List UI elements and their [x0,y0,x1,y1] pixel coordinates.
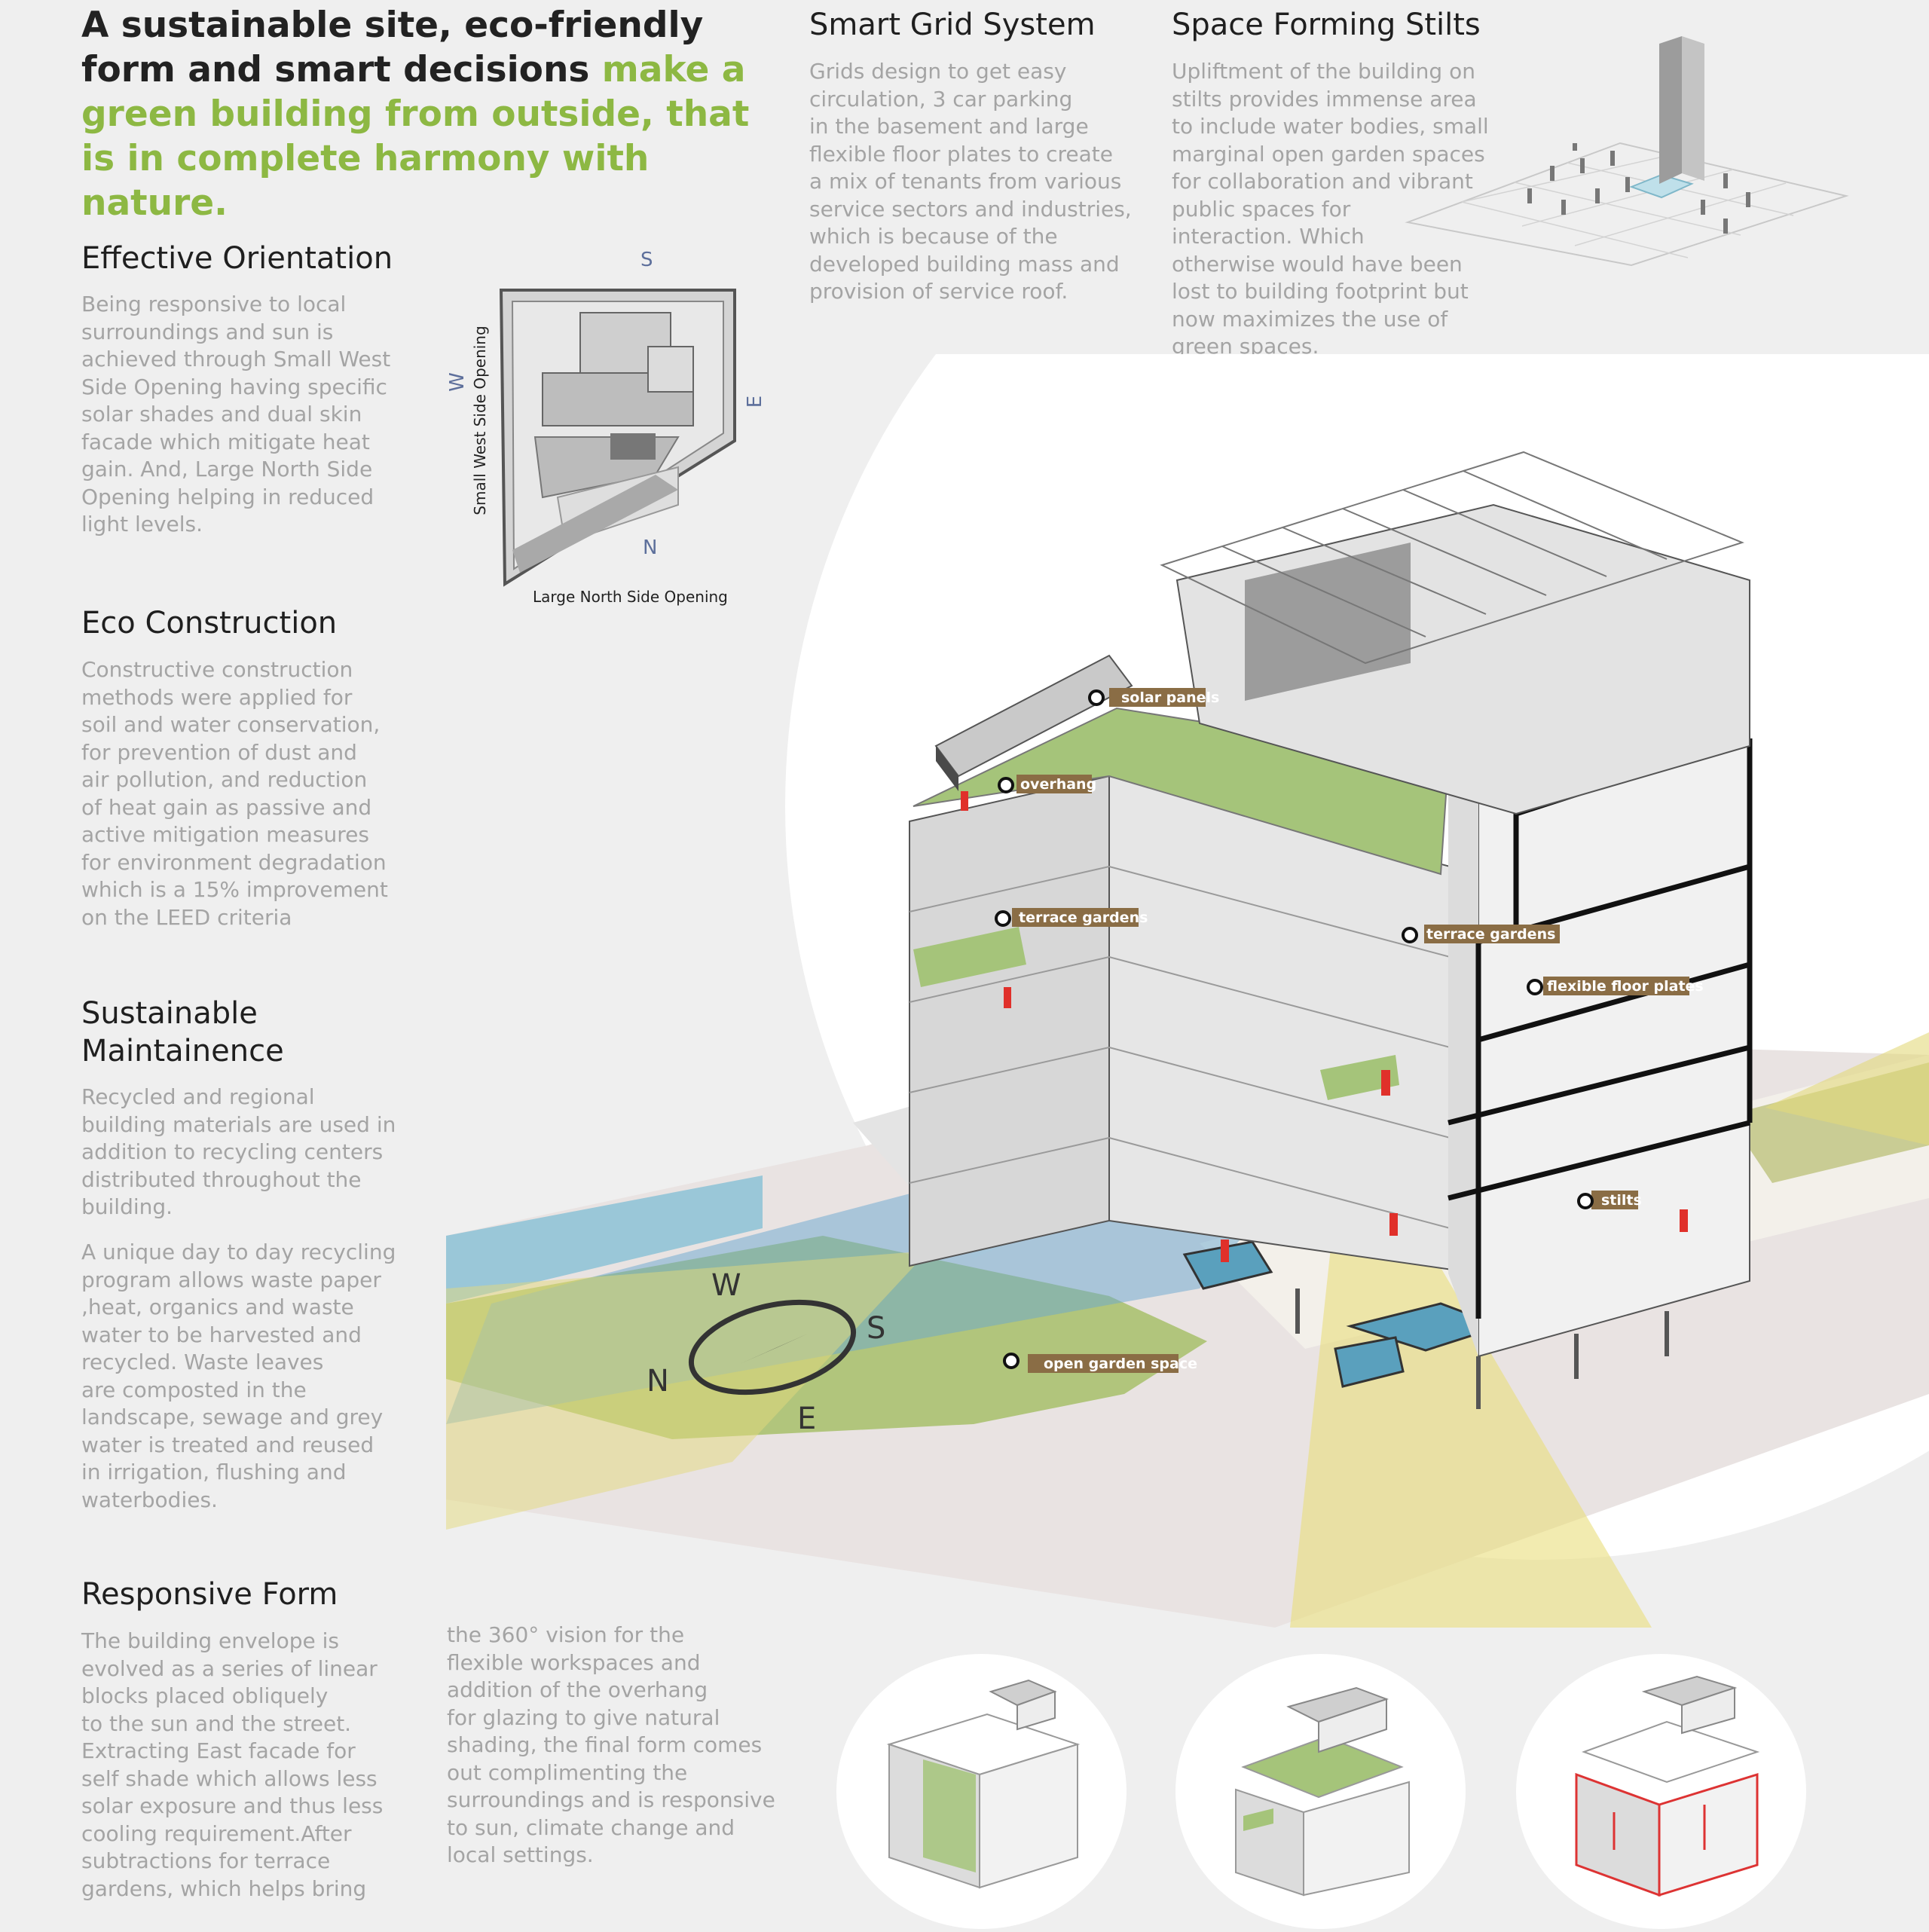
site-plan: S W E N Small West Side Opening Large No… [430,249,784,618]
building-illustration: solar panels overhang terrace gardens te… [446,354,1929,1628]
form-step-2 [1175,1654,1466,1929]
smart-grid-title: Smart Grid System [809,8,1096,42]
callout-overhang: overhang [1020,776,1096,793]
effective-orientation-body: Being responsive to local surroundings a… [81,292,391,536]
callout-solar-panels: solar panels [1121,689,1219,706]
sustainable-maintainence-body-1: Recycled and regional building materials… [81,1084,396,1219]
sustainable-maintainence-title: Sustainable Maintainence [81,996,284,1068]
ground-compass-e: E [797,1402,817,1436]
callout-terrace-gardens-left: terrace gardens [1019,909,1148,926]
stilts-body: Upliftment of the building on stilts pro… [1172,59,1489,359]
callout-flexible-floor-plates: flexible floor plates [1547,978,1704,995]
callout-terrace-gardens-right: terrace gardens [1426,926,1555,943]
responsive-form-body-1: The building envelope is evolved as a se… [81,1628,384,1901]
ground-compass-s: S [867,1311,886,1346]
callout-open-garden-space: open garden space [1044,1356,1197,1372]
sustainable-maintainence-body-2: A unique day to day recycling program al… [81,1240,396,1512]
site-plan-north: N [643,536,658,559]
north-opening-label: Large North Side Opening [533,588,728,606]
page-headline: A sustainable site, eco-friendly form an… [81,3,760,225]
responsive-form-title: Responsive Form [81,1577,338,1612]
callout-stilts: stilts [1601,1192,1642,1209]
eco-construction-body: Constructive construction methods were a… [81,657,388,930]
responsive-form-body-2: the 360° vision for the flexible workspa… [447,1622,775,1867]
form-step-1 [836,1654,1127,1929]
ground-compass-n: N [647,1364,669,1399]
stilts-title: Space Forming Stilts [1172,8,1481,42]
ground-compass-w: W [711,1268,741,1303]
smart-grid-body: Grids design to get easy circulation, 3 … [809,59,1132,304]
headline-green: make a green building from outside, that… [81,49,750,224]
headline-dark: A sustainable site, eco-friendly form an… [81,5,704,90]
stilts-diagram [1405,36,1849,267]
form-step-3 [1516,1654,1806,1929]
site-plan-south: S [640,249,653,271]
effective-orientation-title: Effective Orientation [81,241,393,276]
eco-construction-title: Eco Construction [81,606,338,640]
